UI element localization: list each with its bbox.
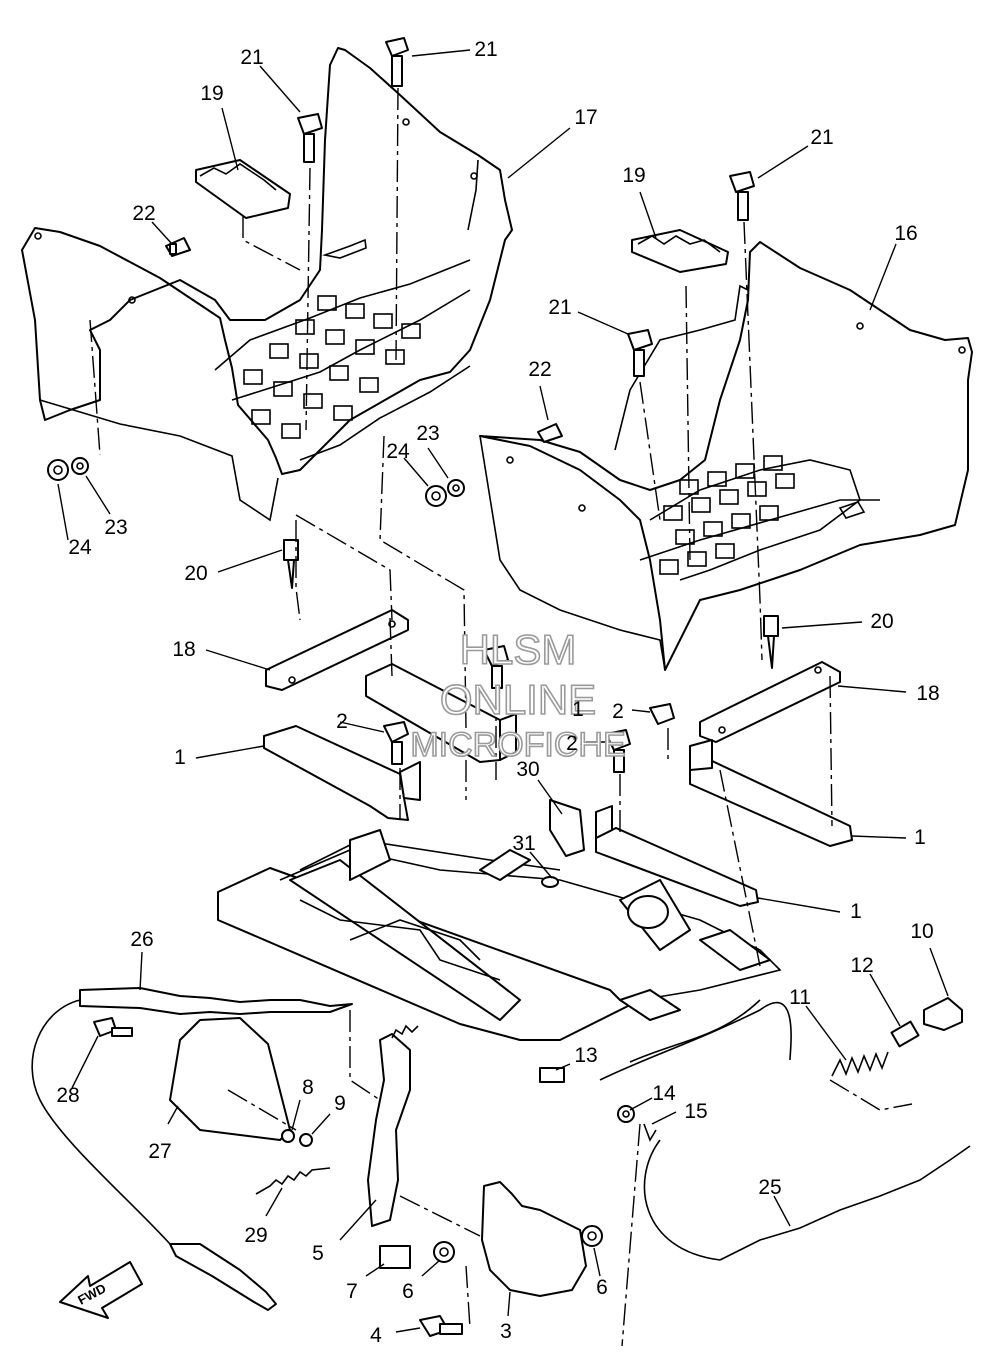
washer — [71, 457, 89, 475]
callout: 23 — [104, 516, 127, 539]
watermark-line-1: HLSM — [460, 626, 577, 673]
callout: 11 — [789, 986, 811, 1009]
brake-pedal — [367, 1024, 419, 1227]
cotter-pin — [643, 1123, 657, 1142]
rear-brake-cable — [599, 999, 971, 1261]
flange-bolt — [383, 721, 409, 765]
pedal-cover-plate — [169, 1017, 291, 1141]
brake-cable — [31, 987, 353, 1311]
cable-spring — [831, 1051, 889, 1077]
wing-nut — [923, 997, 963, 1031]
washer — [447, 479, 465, 497]
callout: 2 — [566, 732, 578, 755]
callout: 24 — [68, 536, 92, 559]
flange-bolt — [483, 645, 509, 689]
right-footrest-fender — [479, 241, 973, 671]
callout: 23 — [416, 422, 439, 445]
front-direction-arrow-icon: FWD — [59, 1261, 143, 1319]
pin — [539, 1067, 565, 1083]
pedal-pivot-bolt — [379, 1245, 411, 1269]
callout: 15 — [684, 1100, 707, 1123]
flange-bolt — [297, 113, 323, 163]
left-footrest-rubber-mat — [195, 159, 291, 219]
nut — [425, 485, 447, 507]
callout: 29 — [244, 1224, 267, 1247]
callout: 30 — [516, 758, 539, 781]
callout: 2 — [336, 710, 348, 733]
callout: 9 — [334, 1092, 346, 1115]
callout: 25 — [758, 1176, 781, 1199]
callout: 18 — [916, 682, 939, 705]
callout: 1 — [572, 698, 584, 721]
callout: 26 — [130, 928, 153, 951]
small-screw — [165, 237, 191, 257]
callout: 10 — [910, 920, 933, 943]
nut — [581, 1225, 603, 1247]
small-screw — [537, 423, 563, 443]
callout: 13 — [574, 1044, 597, 1067]
callout: 4 — [370, 1324, 382, 1347]
bolt — [93, 1017, 133, 1037]
callout: 28 — [56, 1084, 79, 1107]
callout: 7 — [346, 1280, 358, 1303]
callout: 21 — [240, 46, 263, 69]
brake-bracket — [481, 1181, 587, 1297]
callout: 16 — [894, 222, 917, 245]
callout: 12 — [850, 954, 873, 977]
callout: 22 — [528, 358, 551, 381]
left-footrest-fender — [21, 47, 513, 522]
callout: 6 — [402, 1280, 414, 1303]
flange-bolt — [419, 1315, 463, 1337]
callout: 17 — [574, 106, 597, 129]
callout: 2 — [612, 700, 624, 723]
bracket — [689, 739, 853, 847]
callout: 14 — [652, 1082, 676, 1105]
callout: 1 — [174, 746, 186, 769]
callout: 5 — [312, 1242, 324, 1265]
callout: 21 — [474, 38, 497, 61]
circlip — [281, 1129, 295, 1143]
callout: 1 — [850, 900, 862, 923]
callout: 27 — [148, 1140, 171, 1163]
assembly-lines — [89, 87, 913, 1347]
watermark-line-3: MICROFICHE — [410, 726, 625, 764]
bracket — [263, 725, 421, 821]
watermark: HLSM ONLINE MICROFICHE — [410, 625, 627, 765]
callout: 3 — [500, 1320, 512, 1343]
frame — [217, 799, 782, 1041]
callout: 24 — [386, 440, 410, 463]
return-spring — [255, 1167, 331, 1195]
callout: 20 — [184, 562, 207, 585]
stay — [699, 661, 841, 743]
rivet — [763, 615, 779, 669]
flange-bolt — [605, 729, 631, 773]
leader-lines — [57, 49, 949, 1333]
callout: 22 — [132, 202, 155, 225]
rivet — [283, 539, 299, 589]
callout: 19 — [200, 82, 223, 105]
right-footrest-rubber-mat — [631, 229, 729, 273]
callout: 31 — [512, 832, 535, 855]
flange-bolt — [385, 37, 409, 87]
nut — [47, 459, 69, 481]
callout: 18 — [172, 638, 195, 661]
callout: 19 — [622, 164, 645, 187]
callout: 21 — [810, 126, 833, 149]
callout: 6 — [596, 1276, 608, 1299]
watermark-line-2: ONLINE — [440, 676, 596, 723]
callout: 8 — [302, 1076, 314, 1099]
bracket — [595, 805, 759, 907]
callout: 20 — [870, 610, 893, 633]
nut — [433, 1241, 455, 1263]
flange-bolt — [627, 329, 653, 377]
callout: 21 — [548, 296, 571, 319]
flange-bolt — [649, 703, 675, 725]
flange-bolt — [729, 171, 755, 221]
collar — [890, 1020, 920, 1048]
callout-labels: 21 21 17 19 22 21 19 16 21 22 23 24 24 2… — [56, 38, 939, 1347]
washer — [299, 1133, 313, 1147]
callout: 1 — [914, 826, 926, 849]
